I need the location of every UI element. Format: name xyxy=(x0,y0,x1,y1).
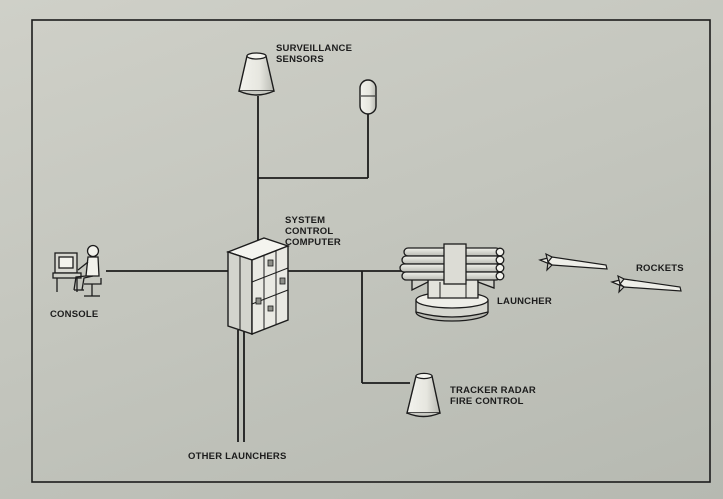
label-system-control-computer: SYSTEM CONTROL COMPUTER xyxy=(285,215,341,248)
label-tracker-radar: TRACKER RADAR FIRE CONTROL xyxy=(450,385,536,407)
label-surveillance-sensors: SURVEILLANCE SENSORS xyxy=(276,43,352,65)
label-console: CONSOLE xyxy=(50,309,99,320)
tracker-radar-dome-icon xyxy=(406,372,441,418)
system-control-computer-icon xyxy=(225,237,291,336)
label-surveillance-line-2: SENSORS xyxy=(276,54,324,65)
label-tracker-line-1: TRACKER RADAR xyxy=(450,385,536,396)
rocket-icon xyxy=(538,252,608,272)
console-operator-icon xyxy=(52,244,102,297)
surveillance-sensor-capsule-icon xyxy=(359,79,377,115)
label-system-line-2: CONTROL xyxy=(285,226,334,237)
label-rockets: ROCKETS xyxy=(636,263,684,274)
label-other-launchers: OTHER LAUNCHERS xyxy=(188,451,287,462)
rocket-icon xyxy=(610,274,682,294)
label-launcher: LAUNCHER xyxy=(497,296,552,307)
label-tracker-line-2: FIRE CONTROL xyxy=(450,396,524,407)
label-surveillance-line-1: SURVEILLANCE xyxy=(276,43,353,54)
connection-lines xyxy=(106,96,418,442)
surveillance-sensor-dome-icon xyxy=(238,52,275,96)
diagram-frame xyxy=(31,19,711,483)
label-system-line-3: COMPUTER xyxy=(285,237,341,248)
label-system-line-1: SYSTEM xyxy=(285,215,326,226)
launcher-icon xyxy=(399,243,505,322)
